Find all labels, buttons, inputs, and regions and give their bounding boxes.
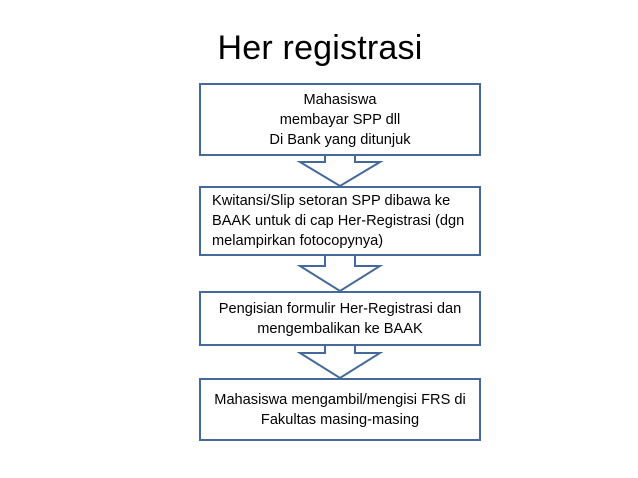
flow-step-box-1[interactable]: Mahasiswa membayar SPP dll Di Bank yang … — [199, 83, 481, 156]
flow-step-text-3: Pengisian formulir Her-Registrasi dan me… — [218, 300, 462, 337]
flow-step-text-4: Mahasiswa mengambil/mengisi FRS di Fakul… — [214, 391, 466, 428]
flow-step-box-4[interactable]: Mahasiswa mengambil/mengisi FRS di Fakul… — [199, 378, 481, 441]
flow-step-text-2: Kwitansi/Slip setoran SPP dibawa ke BAAK… — [212, 193, 465, 249]
flow-step-text-1: Mahasiswa membayar SPP dll Di Bank yang … — [269, 91, 411, 148]
flow-step-box-2[interactable]: Kwitansi/Slip setoran SPP dibawa ke BAAK… — [199, 186, 481, 256]
flow-step-box-3[interactable]: Pengisian formulir Her-Registrasi dan me… — [199, 291, 481, 346]
page-title: Her registrasi — [217, 29, 423, 67]
